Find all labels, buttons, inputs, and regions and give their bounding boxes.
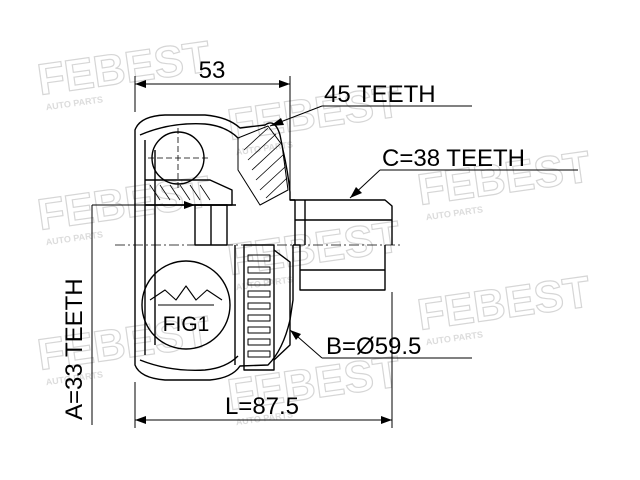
inner-teeth-label: A=33 TEETH — [61, 278, 88, 420]
bell-inner-bottom — [139, 355, 239, 371]
abs-diameter-label: B=Ø59.5 — [326, 333, 421, 360]
watermark-brand: FEBEST — [35, 32, 214, 105]
stub-shaft-top — [290, 199, 393, 245]
outer-teeth-label: 45 TEETH — [324, 81, 436, 108]
section-hatch-region — [237, 125, 289, 206]
fig1-label: FIG1 — [163, 313, 210, 336]
cage-hatch — [149, 184, 211, 201]
stub-collar — [294, 200, 306, 245]
stub-teeth-label: C=38 TEETH — [382, 145, 525, 172]
dim-53-arrow-right — [279, 80, 290, 88]
section-hatch-lines — [243, 127, 288, 199]
abs-ring — [243, 244, 275, 371]
bell-inner-top — [139, 123, 239, 139]
leader-B-arrow — [290, 330, 301, 340]
dim-L-arrow-left — [135, 416, 146, 424]
fig1-circle — [141, 260, 231, 350]
watermark-brand: FEBEST — [225, 212, 404, 285]
leader-45-arrow — [270, 118, 284, 126]
dim-53-arrow-left — [135, 80, 146, 88]
joint-drawing — [91, 76, 578, 428]
dim-L-arrow-right — [381, 416, 392, 424]
length-label: L=87.5 — [225, 393, 299, 420]
dim-A-arrow — [184, 201, 195, 209]
abs-ring-teeth — [247, 254, 271, 358]
watermark-layer: FEBEST AUTO PARTS FEBEST AUTO PARTS FEBE… — [34, 32, 594, 428]
housing-bottom-outline — [134, 245, 294, 381]
fig1-detail — [149, 285, 223, 301]
dim-53-label: 53 — [199, 57, 226, 84]
housing-top-outline — [134, 114, 295, 245]
watermark-brand: FEBEST — [415, 267, 594, 340]
housing-shoulder — [234, 245, 291, 365]
leader-38-arrow — [350, 187, 362, 198]
stub-shaft-bottom — [293, 244, 386, 291]
